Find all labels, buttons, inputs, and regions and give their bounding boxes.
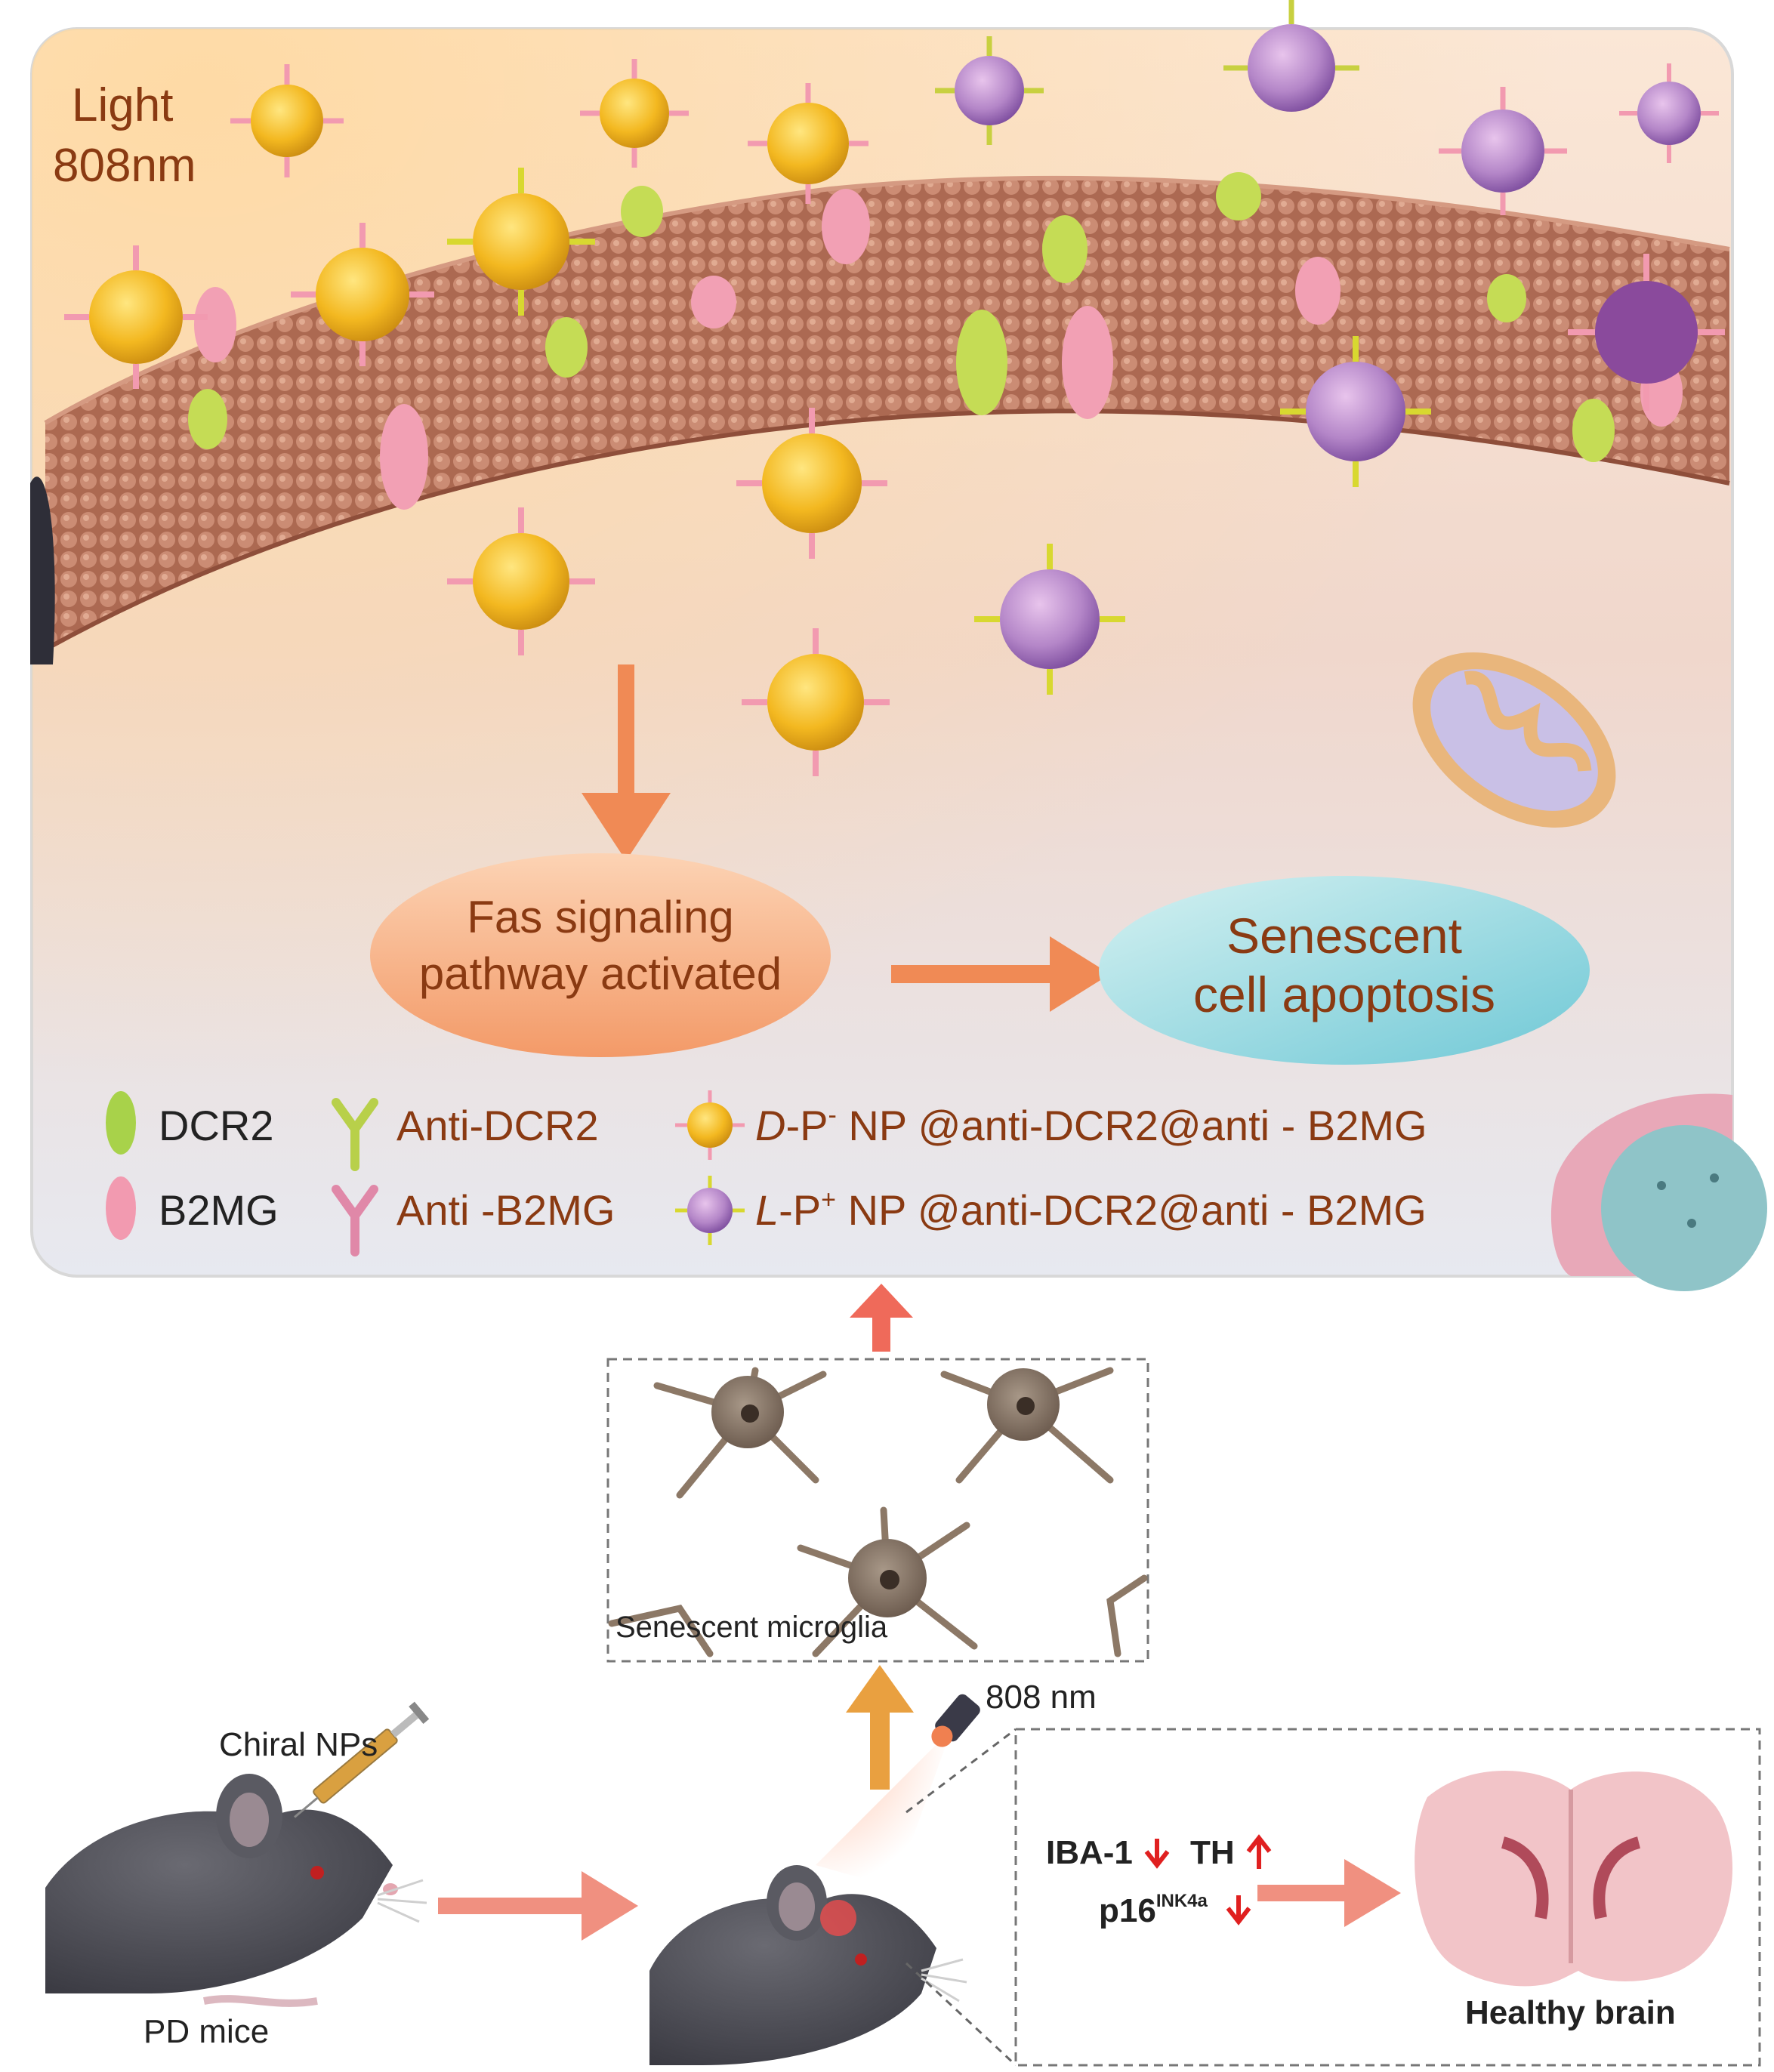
d-np-icon <box>675 1090 745 1160</box>
syringe-icon <box>294 1701 430 1818</box>
chiral-nps-label: Chiral NPs <box>219 1726 378 1763</box>
apoptosis-node: Senescent cell apoptosis <box>1099 876 1590 1065</box>
microglia-box: Senescent microglia <box>606 1358 1149 1663</box>
treated-mouse <box>649 1865 967 2065</box>
legend-l-np: L-P+ NP @anti-DCR2@anti - B2MG <box>755 1186 1427 1234</box>
legend-anti-dcr2: Anti-DCR2 <box>396 1102 599 1149</box>
legend-d-np: D-P- NP @anti-DCR2@anti - B2MG <box>755 1101 1427 1149</box>
senescent-label-line2: cell apoptosis <box>1193 967 1495 1022</box>
mitochondrion <box>1412 652 1616 828</box>
membrane-receptors <box>188 172 1683 510</box>
iba1-label: IBA-1 <box>1046 1834 1133 1871</box>
light-label: Light <box>72 79 173 131</box>
microglia-cell <box>608 1367 1148 1657</box>
legend: DCR2 B2MG Anti-DCR2 Anti -B2MG D-P- NP @… <box>106 1090 1427 1256</box>
right-arrow <box>891 936 1110 1012</box>
down-arrow <box>582 664 671 861</box>
pd-mouse <box>45 1774 427 2007</box>
b2mg-icon <box>106 1176 136 1240</box>
microglia-label: Senescent microglia <box>616 1611 888 1644</box>
anti-b2mg-icon <box>332 1185 378 1256</box>
wavelength-808-label: 808 nm <box>986 1679 1097 1716</box>
fas-label-line1: Fas signaling <box>467 892 734 942</box>
iba1-down-arrow-icon <box>1144 1839 1170 1869</box>
corner-cell <box>1550 1093 1767 1291</box>
senescent-label-line1: Senescent <box>1226 908 1462 964</box>
outcome-arrow <box>1257 1859 1401 1927</box>
legend-b2mg: B2MG <box>159 1186 279 1234</box>
wavelength-label: 808nm <box>53 140 196 192</box>
p16-label: p16INK4a <box>1099 1891 1208 1929</box>
gold-nanoparticles <box>64 59 890 776</box>
th-label: TH <box>1190 1834 1235 1871</box>
th-up-arrow-icon <box>1246 1834 1272 1869</box>
anti-dcr2-icon <box>332 1098 378 1171</box>
purple-nanoparticles <box>935 0 1725 695</box>
up-arrow-from-mouse <box>846 1665 914 1790</box>
healthy-brain-icon <box>1415 1771 1732 1987</box>
laser-device <box>816 1694 980 1888</box>
zoom-lines <box>905 1728 1017 2067</box>
legend-anti-b2mg: Anti -B2MG <box>396 1186 615 1234</box>
l-np-icon <box>675 1176 745 1245</box>
fas-pathway-node: Fas signaling pathway activated <box>370 853 831 1057</box>
outcome-box: IBA-1 TH p16INK4a Healthy brain <box>1014 1728 1761 2067</box>
legend-dcr2: DCR2 <box>159 1102 273 1149</box>
dcr2-icon <box>106 1091 136 1155</box>
fas-label-line2: pathway activated <box>419 948 782 999</box>
pd-mice-label: PD mice <box>143 2013 269 2050</box>
up-arrow-to-mechanism <box>850 1284 913 1352</box>
mechanism-panel: Light 808nm Fas signaling pathway activa… <box>30 0 1767 1291</box>
p16-down-arrow-icon <box>1226 1895 1251 1926</box>
healthy-brain-label: Healthy brain <box>1465 1994 1676 2031</box>
treatment-arrow <box>438 1871 638 1941</box>
